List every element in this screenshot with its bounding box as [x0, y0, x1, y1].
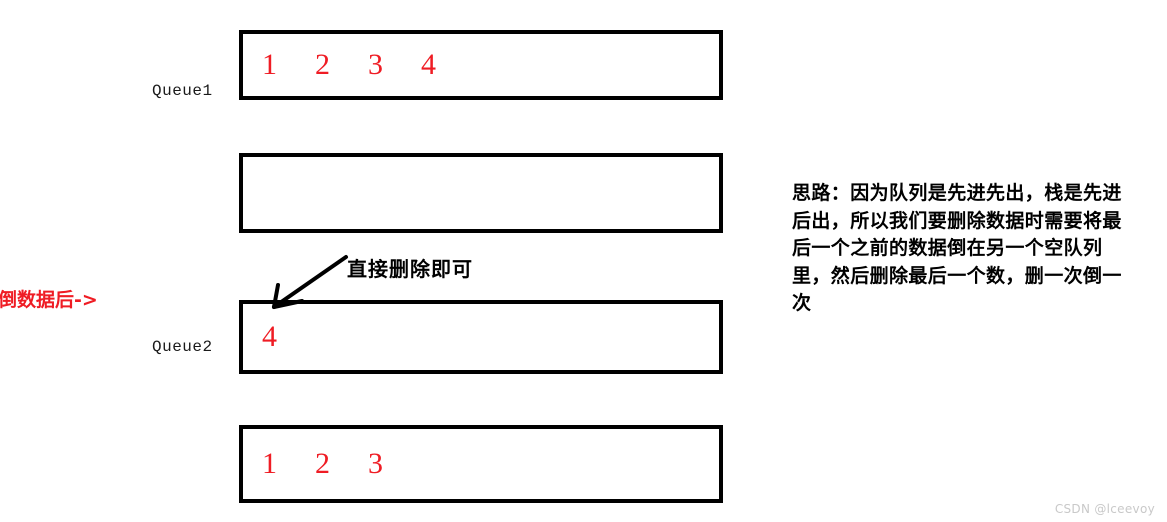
queue-item: 4 [262, 320, 277, 353]
queue-row: Queue2 1 2 3 [0, 425, 780, 503]
queue-box: 4 [239, 300, 723, 374]
queue-row: Queue2 [0, 153, 780, 356]
queue-item: 4 [421, 48, 436, 81]
queue-row: Queue1 1 2 3 4 [0, 30, 780, 100]
arrow-annotation-label: 直接删除即可 [347, 257, 473, 281]
explanation-paragraph: 思路：因为队列是先进先出，栈是先进后出，所以我们要删除数据时需要将最后一个之前的… [792, 182, 1122, 315]
queue-box: 1 2 3 [239, 425, 723, 503]
queue-item: 1 [262, 48, 277, 81]
queue-item: 2 [315, 48, 330, 81]
queue-items: 1 2 3 4 [243, 34, 727, 96]
queue-label: Queue2 [152, 338, 213, 356]
queue-box [239, 153, 723, 233]
queue-item: 1 [262, 447, 277, 480]
queue-item: 3 [368, 447, 383, 480]
queue-items: 4 [243, 304, 727, 370]
queue-item: 3 [368, 48, 383, 81]
queue-label: Queue1 [152, 82, 213, 100]
csdn-watermark: CSDN @lceevoy [1054, 502, 1155, 516]
queue-items [243, 157, 727, 229]
left-caption-label: 倒数据后-> [0, 289, 98, 311]
queue-items: 1 2 3 [243, 429, 727, 499]
queue-row: Queue1 4 [0, 300, 780, 374]
queue-box: 1 2 3 4 [239, 30, 723, 100]
queue-item: 2 [315, 447, 330, 480]
pointer-arrow-icon [272, 255, 348, 309]
